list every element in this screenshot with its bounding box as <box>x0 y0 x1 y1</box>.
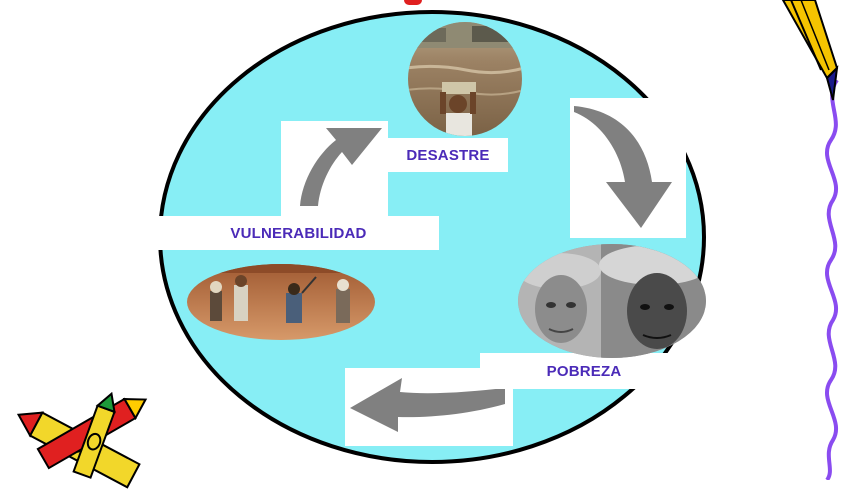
arrow-up-icon <box>300 128 382 206</box>
red-mark <box>404 0 422 5</box>
pencil-icon <box>781 0 839 101</box>
crayons-icon <box>16 392 148 489</box>
poverty-photo <box>518 244 706 358</box>
pobreza-label: POBREZA <box>480 353 688 389</box>
desastre-label: DESASTRE <box>388 138 508 172</box>
workers-photo <box>187 264 375 340</box>
vulnerabilidad-label: VULNERABILIDAD <box>158 216 439 250</box>
arrow-left-icon <box>350 378 505 432</box>
wavy-line <box>824 80 839 480</box>
flood-photo <box>408 22 522 136</box>
arrow-down-icon <box>574 106 672 228</box>
